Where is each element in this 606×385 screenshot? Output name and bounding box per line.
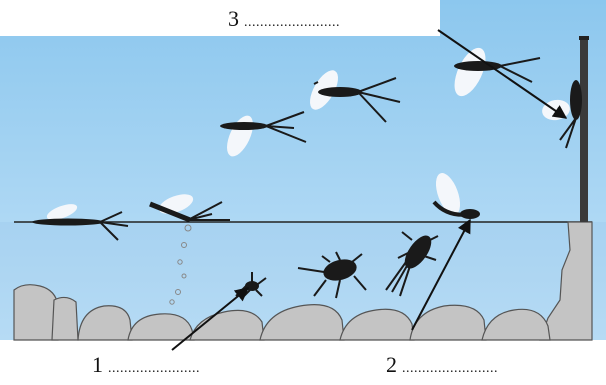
label-number: 1 <box>92 352 104 377</box>
answer-blank[interactable]: ........................ <box>402 361 498 376</box>
answer-blank[interactable]: ....................... <box>108 361 200 376</box>
label-1: 1....................... <box>92 352 200 378</box>
label-2: 2........................ <box>386 352 498 378</box>
bottom-white-band <box>0 340 606 385</box>
label-number: 3 <box>228 6 240 31</box>
label-3: 3........................ <box>228 6 340 32</box>
answer-blank[interactable]: ........................ <box>244 15 340 30</box>
label-number: 2 <box>386 352 398 377</box>
white-label-band <box>0 0 440 36</box>
reed-icon <box>579 36 589 222</box>
